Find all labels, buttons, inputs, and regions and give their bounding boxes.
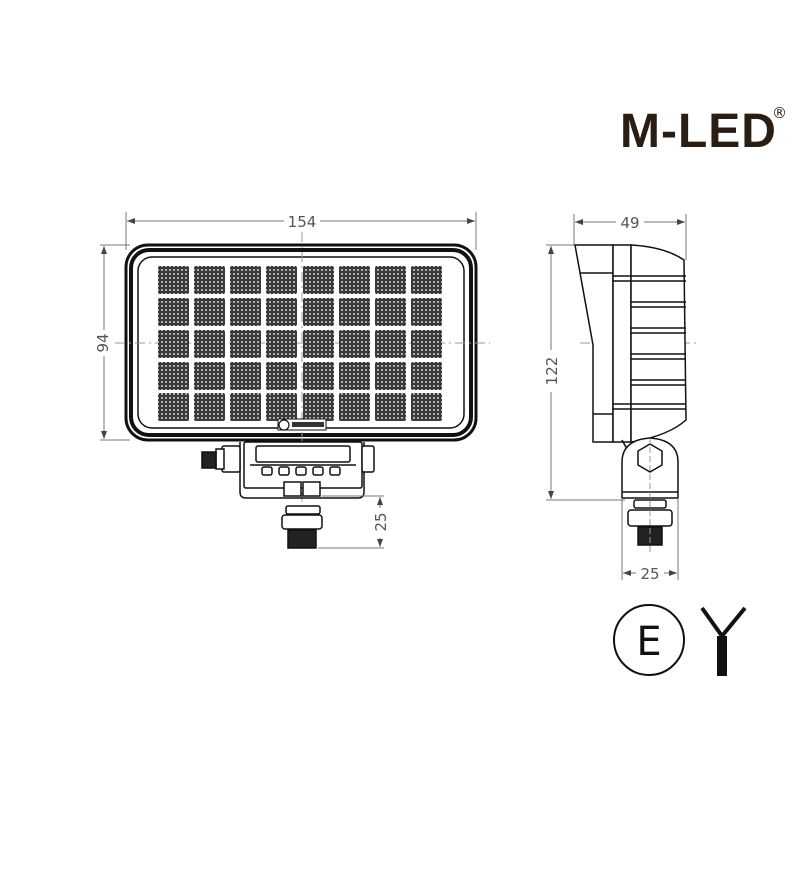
dimension-width — [125, 212, 477, 250]
mount-height-label: 25 — [372, 512, 390, 531]
mount-width-label: 25 — [640, 565, 659, 583]
total-height-label: 122 — [543, 357, 561, 386]
dimension-mount-width — [621, 498, 679, 580]
brand-logo-text: M-LED — [620, 105, 777, 158]
dimension-depth — [573, 214, 687, 260]
depth-label: 49 — [620, 214, 639, 232]
e-mark-icon: E — [613, 604, 685, 676]
dimension-mount-height — [318, 495, 384, 549]
y-mark-icon — [700, 606, 747, 676]
registered-mark-icon: ® — [772, 104, 787, 122]
dimension-height — [100, 244, 130, 441]
front-mount-bracket — [201, 441, 375, 549]
brand-logo: M-LED — [620, 108, 777, 156]
front-view: 154 94 — [94, 212, 490, 550]
height-label: 94 — [94, 333, 112, 352]
led-grid — [158, 266, 442, 421]
side-view: 49 122 — [543, 214, 700, 583]
e-mark-letter: E — [636, 619, 661, 665]
width-label: 154 — [288, 213, 317, 231]
brand-badge-icon — [277, 418, 327, 431]
